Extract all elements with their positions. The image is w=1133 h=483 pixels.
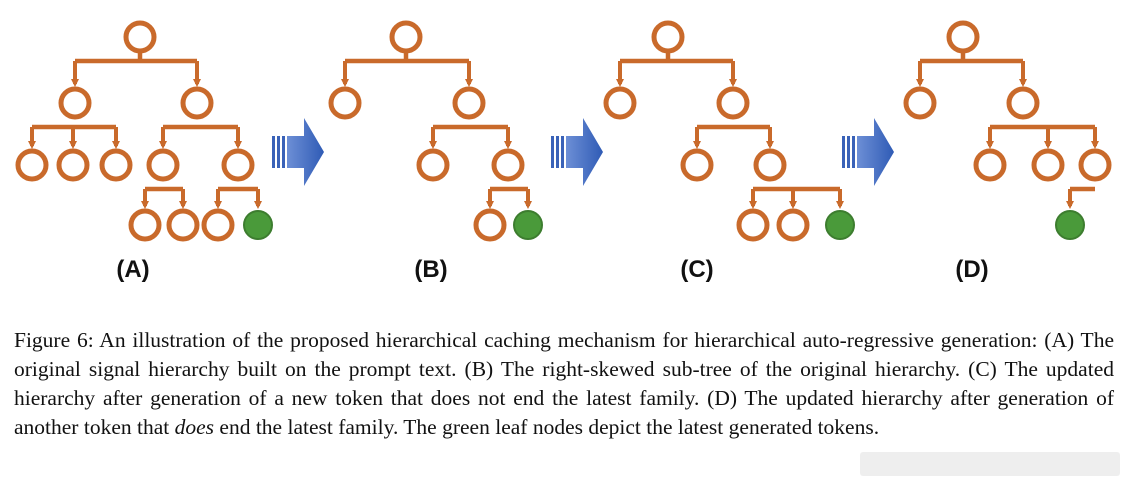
arrow-head	[287, 118, 324, 186]
tree-node-b	[452, 86, 486, 120]
arrow-stripe	[847, 136, 850, 168]
arrow-stripe	[842, 136, 845, 168]
tree-node-c	[716, 86, 750, 120]
tree-node-b	[328, 86, 362, 120]
tree-node-a	[58, 86, 92, 120]
tree-node-a	[146, 148, 180, 182]
figure-caption: Figure 6: An illustration of the propose…	[14, 326, 1114, 442]
transition-arrow-2	[551, 118, 603, 186]
tree-node-b	[491, 148, 525, 182]
arrow-stripe	[551, 136, 554, 168]
tree-node-a	[166, 208, 200, 242]
transition-arrow-1	[272, 118, 324, 186]
watermark-overlay	[860, 452, 1120, 476]
tree-node-a	[56, 148, 90, 182]
latest-token-node-d	[1055, 210, 1085, 240]
tree-node-c	[680, 148, 714, 182]
hierarchy-diagram	[15, 20, 1112, 242]
latest-token-node-a	[243, 210, 273, 240]
tree-node-c	[776, 208, 810, 242]
tree-node-d	[1031, 148, 1065, 182]
latest-token-node-c	[825, 210, 855, 240]
caption-text: Figure 6: An illustration of the propose…	[14, 328, 1114, 439]
tree-node-b	[473, 208, 507, 242]
panel-label-b: (B)	[414, 256, 448, 283]
arrow-stripe	[272, 136, 275, 168]
caption-text-end: end the latest family. The green leaf no…	[214, 415, 880, 439]
arrow-stripe	[556, 136, 559, 168]
tree-node-d	[973, 148, 1007, 182]
tree-node-d	[1078, 148, 1112, 182]
caption-emphasis: does	[174, 415, 215, 439]
tree-node-d	[1006, 86, 1040, 120]
transition-arrow-3	[842, 118, 894, 186]
panel-label-a: (A)	[116, 256, 150, 283]
root-node-c	[651, 20, 685, 54]
tree-node-c	[736, 208, 770, 242]
arrow-stripe	[282, 136, 285, 168]
tree-node-a	[180, 86, 214, 120]
tree-node-a	[15, 148, 49, 182]
arrow-stripe	[852, 136, 855, 168]
tree-node-a	[221, 148, 255, 182]
arrow-stripe	[277, 136, 280, 168]
root-node-a	[123, 20, 157, 54]
panel-label-d: (D)	[955, 256, 989, 283]
tree-node-a	[201, 208, 235, 242]
tree-node-d	[903, 86, 937, 120]
tree-node-c	[603, 86, 637, 120]
latest-token-node-b	[513, 210, 543, 240]
arrow-stripe	[561, 136, 564, 168]
panel-label-c: (C)	[680, 256, 714, 283]
root-node-b	[389, 20, 423, 54]
tree-node-b	[416, 148, 450, 182]
root-node-d	[946, 20, 980, 54]
tree-node-a	[128, 208, 162, 242]
tree-node-c	[753, 148, 787, 182]
arrow-head	[857, 118, 894, 186]
tree-node-a	[99, 148, 133, 182]
arrow-head	[566, 118, 603, 186]
